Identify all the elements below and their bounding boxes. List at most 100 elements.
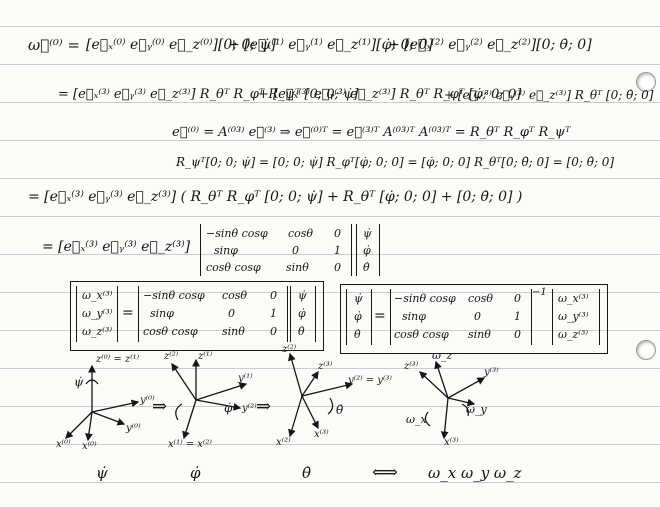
br-m-r0c0: −sinθ cosφ	[394, 292, 456, 305]
bl-m-r0c1: cosθ	[222, 289, 248, 302]
omega-vector-bracket	[76, 286, 118, 342]
phi-rotation-arc	[175, 403, 183, 421]
bl-m-r1c2: 1	[270, 307, 277, 320]
caption-psi: ψ̇	[96, 464, 108, 482]
ruled-line	[0, 216, 660, 217]
line1-term2: + [e⃗ₓ⁽¹⁾ e⃗ᵧ⁽¹⁾ e⃗_z⁽¹⁾][φ̇; 0; 0]	[228, 37, 434, 53]
caption-phi: φ̇	[190, 464, 201, 482]
frame1-y-tilde-label: y⁽⁰⁾	[126, 423, 141, 434]
frame1-y-label: y⁽⁰⁾	[140, 395, 155, 406]
br-inverse: −1	[532, 287, 547, 298]
br-m-r1c0: sinφ	[402, 310, 426, 323]
bl-m-r2c0: cosθ cosφ	[143, 325, 198, 338]
caption-equivalence: ⟺	[372, 462, 398, 483]
bl-lhs-0: ω_x⁽³⁾	[82, 289, 113, 302]
frame2-y-label: y⁽¹⁾	[238, 373, 253, 384]
vector-bracket-line6	[356, 224, 380, 276]
v6-0: ψ̇	[363, 227, 372, 240]
caption-omega: ω_x ω_y ω_z	[428, 464, 522, 482]
frame2-x-axis	[182, 399, 197, 440]
bl-m-r0c0: −sinθ cosφ	[143, 289, 205, 302]
frame3-y-label: y⁽²⁾ = y⁽³⁾	[348, 375, 392, 386]
ruled-line	[0, 444, 660, 445]
ruled-line	[0, 178, 660, 179]
bl-lhs-2: ω_z⁽³⁾	[82, 325, 113, 338]
frame3-x-label: x⁽²⁾	[276, 437, 291, 448]
frame1-x-tilde	[85, 411, 93, 442]
ruled-line	[0, 406, 660, 407]
bl-m-r1c0: sinφ	[150, 307, 174, 320]
frame1-x-axis	[65, 411, 93, 439]
frame4-wy-axis	[447, 397, 476, 407]
frame2-z2-axis	[171, 362, 197, 401]
line2-term3: + [e⃗ₓ⁽³⁾ e⃗ᵧ⁽³⁾ e⃗_z⁽³⁾] R_θᵀ [0; θ̇; 0…	[444, 88, 654, 102]
frame3-x2-axis	[301, 395, 319, 430]
br-m-r0c2: 0	[514, 292, 521, 305]
bl-lhs-1: ω_y⁽³⁾	[82, 307, 113, 320]
bl-m-r2c1: sinθ	[222, 325, 245, 338]
bl-m-r2c2: 0	[270, 325, 277, 338]
ruled-line	[0, 292, 660, 293]
br-rate-bracket	[346, 289, 372, 345]
br-omega-bracket	[552, 289, 600, 345]
frame1-x-tilde-label: x⁽⁰⁾	[82, 441, 97, 452]
theta-rotation-arc	[327, 397, 334, 415]
frame4-y-axis	[447, 377, 486, 399]
frame2-top2-label: z⁽¹⁾	[198, 351, 213, 362]
line2-term1: = [e⃗ₓ⁽³⁾ e⃗ᵧ⁽³⁾ e⃗_z⁽³⁾] R_θᵀ R_φᵀ R_ψᵀ…	[58, 87, 359, 102]
frame4-wz-axis	[434, 360, 449, 399]
frame1-x-label: x⁽⁰⁾	[56, 439, 71, 450]
m6-r1c1: 0	[292, 244, 299, 257]
frame2-x-label: x⁽¹⁾ = x⁽²⁾	[168, 439, 212, 450]
frame3-top-label: z⁽²⁾	[282, 344, 297, 355]
frame3-z-axis	[288, 352, 303, 397]
bl-v-1: φ̇	[298, 307, 306, 320]
frame1-rate-label: ψ̇	[74, 375, 84, 389]
v6-2: θ̇	[363, 261, 370, 274]
line2-term2: + [e⃗ₓ⁽³⁾ e⃗ᵧ⁽³⁾ e⃗_z⁽³⁾] R_θᵀ R_φᵀ [φ̇;…	[258, 87, 522, 102]
line1-term3: + [e⃗ₓ⁽²⁾ e⃗ᵧ⁽²⁾ e⃗_z⁽²⁾][0; θ̇; 0]	[388, 37, 592, 53]
frame2-rate-label: φ̇	[224, 401, 233, 415]
frame4-x-axis	[440, 397, 449, 440]
frame1-y-axis	[91, 399, 140, 413]
frame3-rate-label: θ̇	[336, 403, 344, 417]
br-m-r1c1: 0	[474, 310, 481, 323]
frame4-z-label: z⁽³⁾	[404, 361, 419, 372]
bl-v-2: θ̇	[298, 325, 305, 338]
frame3-y-axis	[301, 381, 354, 397]
bl-matrix-bracket	[138, 286, 288, 342]
arrow-frame2-to-frame3: ⇒	[256, 396, 272, 417]
rotation-identities: R_ψᵀ[0; 0; ψ̇] = [0; 0; ψ̇] R_φᵀ[φ̇; 0; …	[176, 155, 615, 169]
frame4-y-label: y⁽³⁾	[484, 367, 499, 378]
br-matrix-bracket	[390, 289, 532, 345]
bl-v-0: ψ̇	[298, 289, 307, 302]
m6-r2c2: 0	[334, 261, 341, 274]
br-v-1: ω_y⁽³⁾	[558, 310, 589, 323]
m6-r0c2: 0	[334, 227, 341, 240]
m6-r0c1: cosθ	[288, 227, 314, 240]
frame3-top2-label: z⁽³⁾	[318, 361, 333, 372]
frame2-top-label: z⁽²⁾	[164, 351, 179, 362]
ruled-line	[0, 482, 660, 483]
boxed-equation-rates	[340, 284, 608, 354]
frame3-z2-axis	[301, 370, 319, 397]
omega-lhs: ω⃗⁽⁰⁾ =	[28, 36, 80, 54]
br-m-r0c1: cosθ	[468, 292, 494, 305]
br-lhs-1: φ̇	[354, 310, 362, 323]
m6-r0c0: −sinθ cosφ	[206, 227, 268, 240]
frame4-z-axis	[419, 371, 449, 399]
boxed-equation-omega	[70, 281, 324, 351]
br-m-r2c0: cosθ cosφ	[394, 328, 449, 341]
br-equals: =	[374, 308, 386, 324]
arrow-frame1-to-frame2: ⇒	[152, 396, 168, 417]
psi-rotation-arc	[85, 379, 99, 385]
caption-theta: θ̇	[302, 464, 312, 482]
binder-hole	[636, 72, 656, 92]
frame4-wx-label: ω_x	[406, 413, 427, 426]
frame3-x2-label: x⁽³⁾	[314, 429, 329, 440]
frame2-y-axis	[195, 382, 248, 401]
frame2-y2-axis	[195, 399, 242, 411]
v6-1: φ̇	[363, 244, 371, 257]
